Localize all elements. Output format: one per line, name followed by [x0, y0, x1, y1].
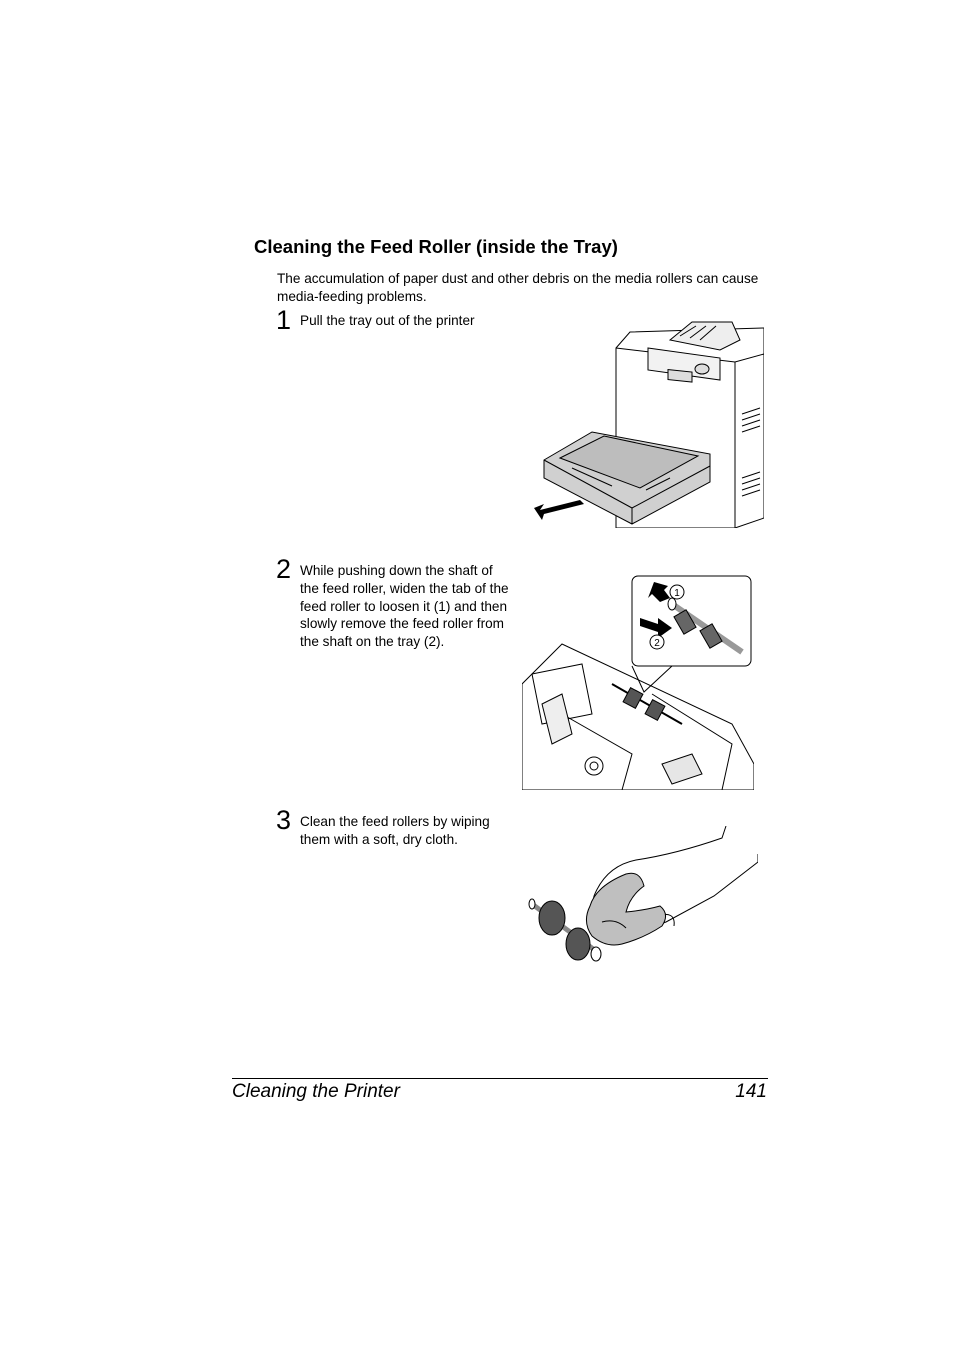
- step-1-number: 1: [276, 305, 292, 335]
- callout-2-label: 2: [654, 638, 660, 649]
- arrow-up-icon: [648, 582, 670, 602]
- printer-tray-illustration: [534, 321, 764, 528]
- pull-arrow-icon: [534, 500, 584, 520]
- step-2-number: 2: [276, 554, 292, 584]
- arrow-right-icon: [640, 618, 672, 638]
- step-1-text: Pull the tray out of the printer: [300, 313, 475, 328]
- footer-chapter-title: Cleaning the Printer: [232, 1081, 400, 1102]
- section-heading: Cleaning the Feed Roller (inside the Tra…: [254, 236, 618, 257]
- intro-paragraph: The accumulation of paper dust and other…: [277, 271, 759, 304]
- feed-roller-removal-illustration: 1 2: [522, 575, 754, 790]
- step-3-text: Clean the feed rollers by wiping them wi…: [300, 814, 490, 847]
- cleaning-rollers-illustration: [528, 826, 758, 962]
- step-2-text: While pushing down the shaft of the feed…: [300, 563, 509, 650]
- footer-rule: [232, 1078, 768, 1079]
- callout-1-label: 1: [674, 588, 680, 599]
- page-number: 141: [735, 1081, 767, 1102]
- step-3-number: 3: [276, 805, 292, 835]
